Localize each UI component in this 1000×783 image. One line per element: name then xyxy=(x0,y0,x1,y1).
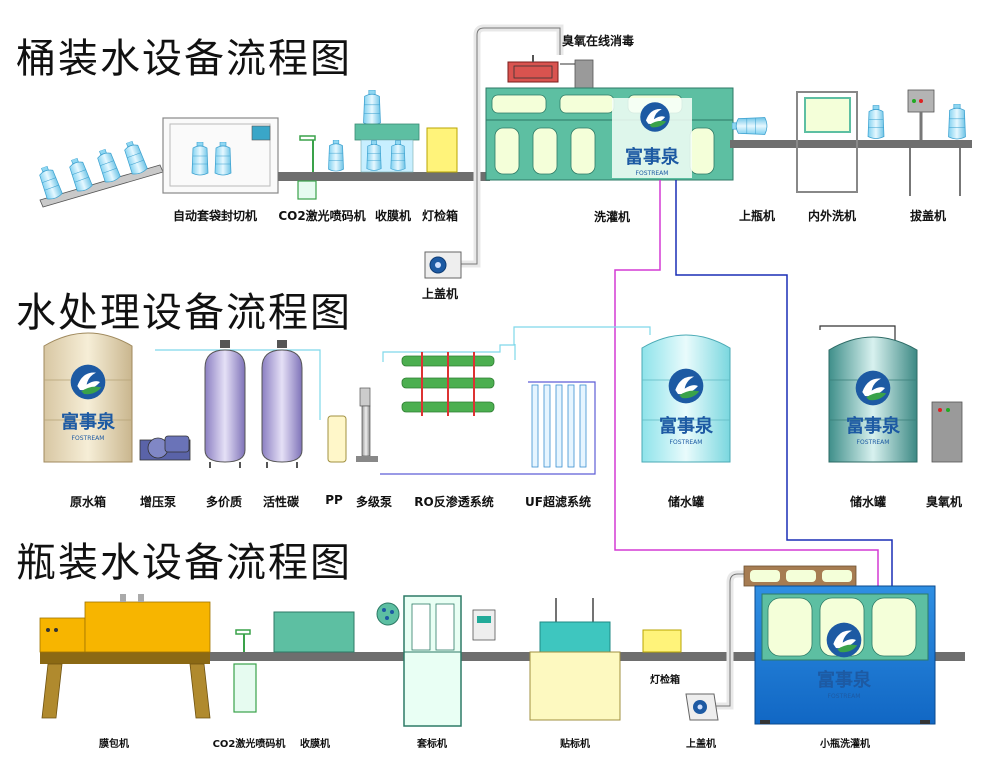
multistage-pump xyxy=(356,387,378,462)
label-uf-system: UF超滤系统 xyxy=(525,495,591,509)
ro-system xyxy=(401,352,495,416)
ozone-online-unit xyxy=(507,55,594,91)
bottle-loader xyxy=(732,117,768,135)
barrel-conveyor-2 xyxy=(730,140,972,148)
decapper-machine xyxy=(907,89,966,196)
brand-sub-raw-tank: FOSTREAM xyxy=(72,435,105,442)
label-booster-pump: 增压泵 xyxy=(139,495,177,509)
brand-sub-storage-1: FOSTREAM xyxy=(670,439,703,446)
barrel-filler-machine xyxy=(485,87,734,181)
label-loader: 上瓶机 xyxy=(738,209,776,223)
brand-name-small-filler: 富事泉 xyxy=(817,669,872,691)
label-storage-tank-1: 储水罐 xyxy=(667,495,705,509)
brand-name-raw-tank: 富事泉 xyxy=(61,411,116,433)
brand-sub-storage-2: FOSTREAM xyxy=(857,439,890,446)
label-bottle-shrink: 收膜机 xyxy=(300,739,330,750)
label-ro-system: RO反渗透系统 xyxy=(414,495,494,509)
inner-outer-washer xyxy=(796,91,858,193)
label-carbon-filter: 活性碳 xyxy=(262,495,300,509)
label-labeling-machine: 贴标机 xyxy=(560,739,590,750)
bag-sealer-machine xyxy=(162,117,279,194)
brand-sub-filler: FOSTREAM xyxy=(636,170,669,177)
small-bottle-filler xyxy=(743,565,936,725)
uf-system xyxy=(531,384,587,468)
barrel-shrink-machine xyxy=(354,90,420,173)
label-multistage-pump: 多级泵 xyxy=(355,495,393,509)
ozone-generator xyxy=(931,401,963,463)
brand-name-storage-2: 富事泉 xyxy=(846,415,901,437)
bottle-section xyxy=(39,565,965,727)
label-raw-tank: 原水箱 xyxy=(69,495,107,509)
barrel-co2-coder xyxy=(297,135,344,200)
bottle-co2-coder xyxy=(233,629,257,713)
label-bottle-capper: 上盖机 xyxy=(686,739,716,750)
booster-pump xyxy=(139,435,191,461)
label-barrel-co2-coder: CO2激光喷码机 xyxy=(278,209,366,223)
barrel-capper xyxy=(424,24,564,279)
label-storage-tank-2: 储水罐 xyxy=(849,495,887,509)
label-ozone-online: 臭氧在线消毒 xyxy=(561,34,635,48)
label-ozone-generator: 臭氧机 xyxy=(925,495,963,509)
label-bottle-co2-coder: CO2激光喷码机 xyxy=(212,739,286,750)
film-wrapper-machine xyxy=(39,594,211,719)
multimedia-filter xyxy=(204,340,246,468)
storage-tank-2 xyxy=(828,336,918,463)
label-small-bottle-filler: 小瓶洗灌机 xyxy=(820,739,870,750)
barrel-light-box xyxy=(426,127,458,173)
label-pp-filter: PP xyxy=(325,493,343,507)
barrel-conveyor-1 xyxy=(278,172,490,181)
label-film-wrapper: 膜包机 xyxy=(99,739,129,750)
bottle-capper xyxy=(685,570,746,721)
label-barrel-capper: 上盖机 xyxy=(421,287,459,301)
label-filler: 洗灌机 xyxy=(593,210,631,224)
label-decapper: 拔盖机 xyxy=(909,209,947,223)
storage-tank-1 xyxy=(641,334,731,463)
label-multimedia-filter: 多价质 xyxy=(205,495,243,509)
title-bottle-flow: 瓶装水设备流程图 xyxy=(16,540,352,586)
pp-filter xyxy=(327,415,347,463)
raw-water-tank xyxy=(43,332,133,463)
barrel-section xyxy=(36,24,972,279)
label-barrel-shrink: 收膜机 xyxy=(374,209,412,223)
label-sleeve-labeler: 套标机 xyxy=(417,739,447,750)
brand-sub-small-filler: FOSTREAM xyxy=(828,693,861,700)
brand-name-filler: 富事泉 xyxy=(625,146,680,168)
label-barrel-light-box: 灯检箱 xyxy=(421,209,459,223)
sleeve-labeler xyxy=(376,595,496,727)
label-bottle-light-box: 灯检箱 xyxy=(650,675,680,686)
label-washer: 内外洗机 xyxy=(807,209,857,223)
water-section xyxy=(43,332,963,468)
bottle-shrink-machine xyxy=(273,611,355,653)
blue-pipe xyxy=(675,180,893,588)
title-barrel-flow: 桶装水设备流程图 xyxy=(16,36,352,82)
labeling-machine xyxy=(529,598,621,721)
brand-marks: 富事泉 FOSTREAM 富事泉 FOSTREAM 富事泉 FOSTREAM 富… xyxy=(61,146,901,700)
bottle-light-box xyxy=(642,629,682,653)
brand-name-storage-1: 富事泉 xyxy=(659,415,714,437)
magenta-pipe xyxy=(614,180,879,588)
infeed-incline xyxy=(36,138,164,208)
title-water-flow: 水处理设备流程图 xyxy=(16,290,352,336)
label-bag-sealer: 自动套袋封切机 xyxy=(172,209,258,223)
carbon-filter xyxy=(261,340,303,468)
